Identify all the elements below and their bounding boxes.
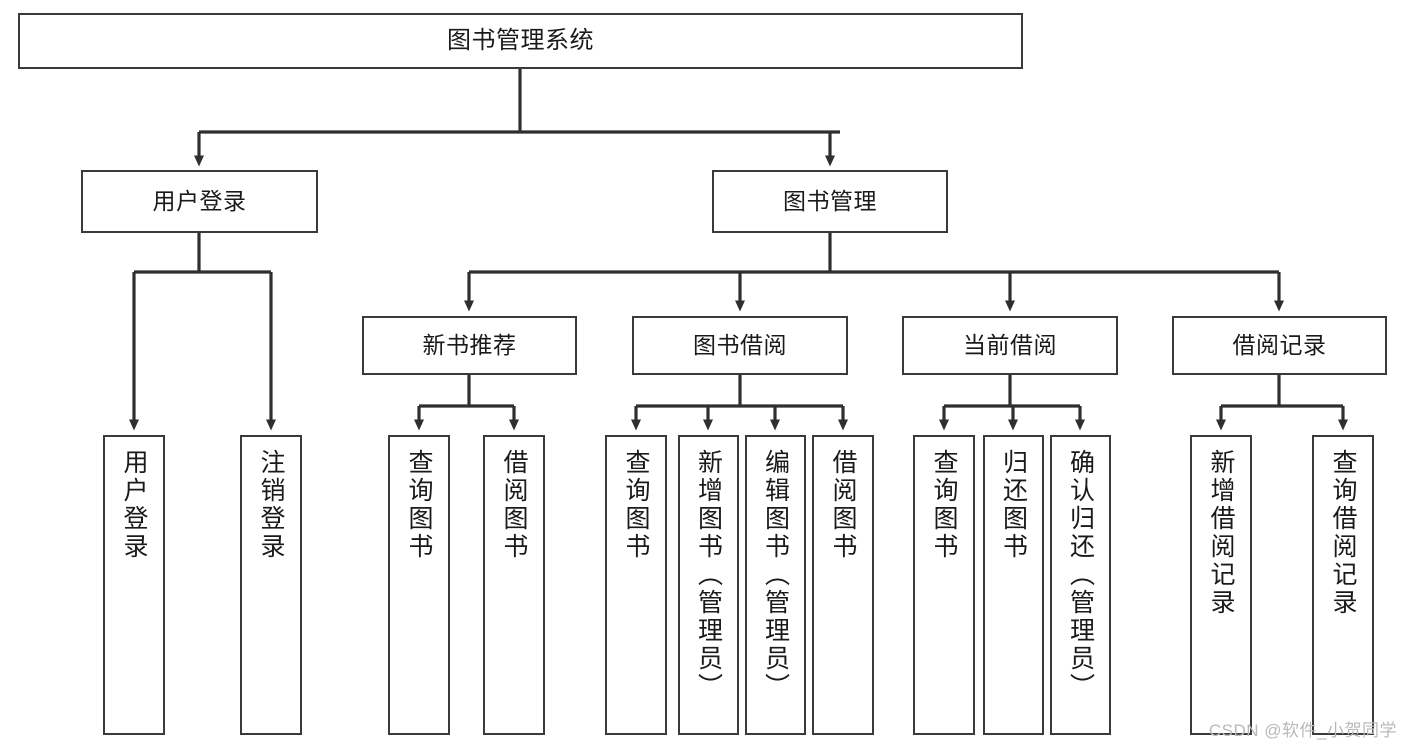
leaf-return-book-label: 归还图书	[999, 449, 1028, 561]
leaf-query-book-3[interactable]: 查询图书	[913, 435, 975, 735]
leaf-user-login-label: 用户登录	[120, 449, 148, 561]
leaf-query-borrow-record[interactable]: 查询借阅记录	[1312, 435, 1374, 735]
csdn-watermark: CSDN @软件_小贺同学	[1208, 721, 1397, 740]
leaf-add-book-label: 新增图书（管理员）	[694, 449, 723, 701]
node-current-borrow-label: 当前借阅	[963, 331, 1057, 358]
node-new-book-recommend[interactable]: 新书推荐	[362, 316, 577, 375]
node-root-label: 图书管理系统	[447, 26, 594, 54]
node-borrow-record-label: 借阅记录	[1232, 331, 1327, 358]
node-borrow-record[interactable]: 借阅记录	[1172, 316, 1387, 375]
leaf-user-login[interactable]: 用户登录	[103, 435, 165, 735]
node-book-manage-label: 图书管理	[783, 187, 877, 214]
leaf-query-book-1-label: 查询图书	[405, 449, 433, 561]
leaf-add-book[interactable]: 新增图书（管理员）	[678, 435, 739, 735]
leaf-confirm-return-label: 确认归还（管理员）	[1066, 449, 1095, 701]
leaf-borrow-book-2-label: 借阅图书	[829, 449, 857, 561]
node-current-borrow[interactable]: 当前借阅	[902, 316, 1118, 375]
leaf-add-borrow-record[interactable]: 新增借阅记录	[1190, 435, 1252, 735]
leaf-borrow-book-1-label: 借阅图书	[500, 449, 528, 561]
leaf-return-book[interactable]: 归还图书	[983, 435, 1044, 735]
node-book-borrow[interactable]: 图书借阅	[632, 316, 848, 375]
leaf-edit-book[interactable]: 编辑图书（管理员）	[745, 435, 806, 735]
node-book-borrow-label: 图书借阅	[693, 331, 787, 358]
node-new-book-recommend-label: 新书推荐	[422, 331, 517, 358]
node-user-login[interactable]: 用户登录	[81, 170, 318, 233]
leaf-add-borrow-record-label: 新增借阅记录	[1207, 449, 1235, 617]
node-book-manage[interactable]: 图书管理	[712, 170, 948, 233]
leaf-logout-login-label: 注销登录	[257, 449, 285, 561]
leaf-confirm-return[interactable]: 确认归还（管理员）	[1050, 435, 1111, 735]
leaf-logout-login[interactable]: 注销登录	[240, 435, 302, 735]
leaf-borrow-book-1[interactable]: 借阅图书	[483, 435, 545, 735]
leaf-query-borrow-record-label: 查询借阅记录	[1329, 449, 1357, 617]
node-root[interactable]: 图书管理系统	[18, 13, 1023, 69]
leaf-borrow-book-2[interactable]: 借阅图书	[812, 435, 874, 735]
node-user-login-label: 用户登录	[152, 187, 247, 214]
leaf-query-book-1[interactable]: 查询图书	[388, 435, 450, 735]
leaf-query-book-2-label: 查询图书	[622, 449, 650, 561]
leaf-query-book-2[interactable]: 查询图书	[605, 435, 667, 735]
leaf-edit-book-label: 编辑图书（管理员）	[761, 449, 790, 701]
leaf-query-book-3-label: 查询图书	[930, 449, 958, 561]
